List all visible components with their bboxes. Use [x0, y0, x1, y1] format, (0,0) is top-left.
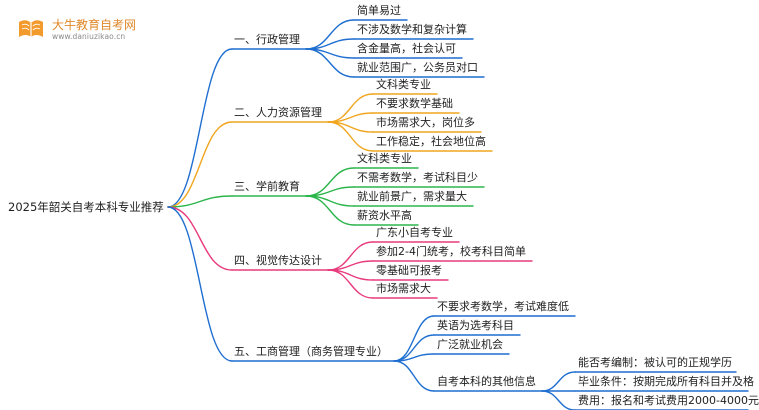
connector-root-branch — [167, 206, 233, 271]
leaf-administration-3: 含金量高，社会认可 — [357, 42, 456, 55]
branch-hr-management: 二、人力资源管理 — [234, 106, 322, 119]
branch-administration: 一、行政管理 — [234, 33, 300, 46]
leaf-visual-4: 市场需求大 — [376, 282, 431, 295]
connector-branch-leaf — [327, 121, 374, 152]
leaf-business-1: 不要求考数学，考试难度低 — [437, 300, 569, 313]
leaf-administration-1: 简单易过 — [357, 4, 401, 17]
leaf-business-3: 广泛就业机会 — [437, 338, 503, 351]
branch-visual-design: 四、视觉传达设计 — [234, 254, 322, 267]
leaf-hr-2: 不要求数学基础 — [376, 97, 453, 110]
branch-preschool-education: 三、学前教育 — [234, 180, 300, 193]
leaf-visual-2: 参加2-4门统考，校考科目简单 — [376, 245, 526, 258]
leaf-administration-2: 不涉及数学和复杂计算 — [357, 23, 467, 36]
leaf-hr-4: 工作稳定，社会地位高 — [376, 135, 486, 148]
connector-leaf-subleaf — [541, 371, 576, 392]
connector-branch-leaf — [393, 353, 435, 362]
leaf-business-2: 英语为选考科目 — [437, 319, 514, 332]
leaf-preschool-2: 不需考数学，考试科目少 — [357, 171, 478, 184]
leaf-preschool-1: 文科类专业 — [357, 152, 412, 165]
connector-root-branch — [167, 195, 233, 208]
subleaf-fees: 费用：报名和考试费用2000-4000元 — [578, 394, 759, 407]
brand-name: 大牛教育自考网 — [52, 18, 137, 32]
leaf-visual-1: 广东小自考专业 — [376, 226, 453, 239]
leaf-preschool-3: 就业前景广，需求量大 — [357, 190, 467, 203]
leaf-visual-3: 零基础可报考 — [376, 264, 442, 277]
leaf-administration-4: 就业范围广，公务员对口 — [357, 61, 478, 74]
connector-leaf-subleaf — [541, 390, 576, 410]
branch-business-management: 五、工商管理（商务管理专业） — [234, 345, 388, 358]
leaf-hr-3: 市场需求大，岗位多 — [376, 116, 475, 129]
connector-root-branch — [167, 121, 233, 208]
subleaf-civil-service: 能否考编制：被认可的正规学历 — [578, 356, 732, 369]
book-logo-icon — [19, 20, 43, 37]
leaf-hr-1: 文科类专业 — [376, 78, 431, 91]
connector-root-branch — [167, 48, 233, 208]
subleaf-graduation-condition: 毕业条件：按期完成所有科目并及格 — [578, 375, 754, 388]
leaf-preschool-4: 薪资水平高 — [357, 209, 412, 222]
root-topic: 2025年韶关自考本科专业推荐 — [8, 200, 164, 214]
leaf-business-other-info: 自考本科的其他信息 — [437, 375, 536, 388]
brand-url: www.daniuzikao.cn — [52, 32, 126, 41]
connector-branch-leaf — [327, 269, 374, 299]
connector-branch-leaf — [393, 360, 435, 392]
connector-root-branch — [167, 206, 233, 362]
connector-branch-leaf — [305, 48, 355, 78]
connector-branch-leaf — [305, 195, 355, 226]
